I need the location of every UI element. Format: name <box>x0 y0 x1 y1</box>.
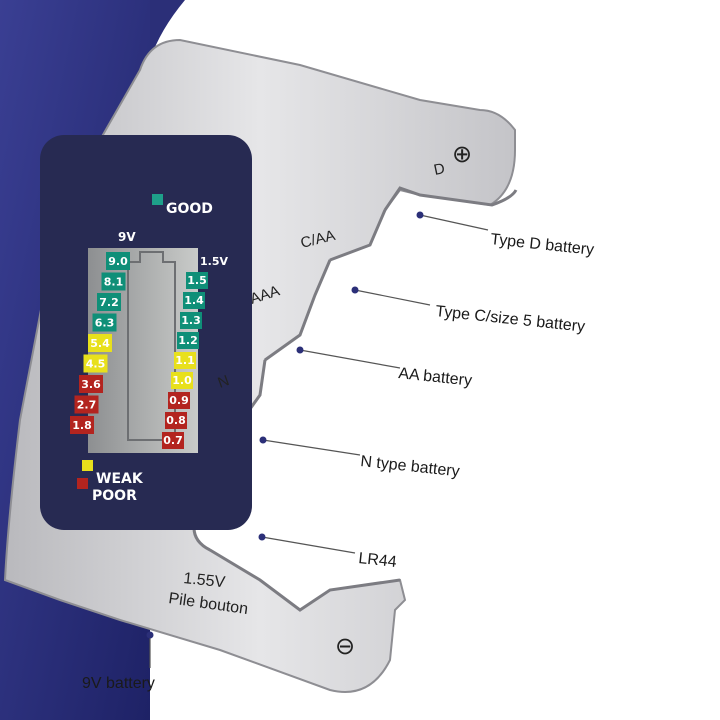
left-scale-5-cell <box>83 354 108 373</box>
callout-aa: AA battery <box>398 365 473 390</box>
left-scale-6-value: 3.6 <box>81 378 101 391</box>
good-swatch <box>152 194 163 205</box>
left-scale-2-cell <box>97 293 121 311</box>
slot-d-label: D <box>432 160 446 179</box>
left-scale-6-cell <box>79 375 103 393</box>
right-scale-4-cell <box>174 352 196 369</box>
right-scale-7-cell <box>165 412 187 429</box>
callout-lr44: LR44 <box>358 550 398 571</box>
minus-terminal-icon: ⊖ <box>335 632 355 660</box>
right-header: 1.5V <box>200 255 228 268</box>
right-scale-2-cell <box>180 312 202 329</box>
right-scale-6-cell <box>168 392 190 409</box>
poor-label: POOR <box>92 488 137 504</box>
left-scale-8-value: 1.8 <box>72 419 92 432</box>
right-scale-1-cell <box>183 292 205 309</box>
callout-n-type: N type battery <box>360 453 461 480</box>
right-scale-0-value: 1.5 <box>187 274 207 287</box>
left-scale-3-value: 6.3 <box>95 317 115 330</box>
left-scale-7-cell <box>74 395 99 414</box>
left-scale-3-cell <box>92 313 117 332</box>
weak-label: WEAK <box>96 471 144 487</box>
meter-scale: 9.0 8.1 7.2 6.3 5.4 4.5 3.6 2.7 1.8 1.5 1.4 1.3 1.2 1… <box>70 252 208 449</box>
right-scale-5-cell <box>171 372 193 389</box>
left-scale-8-cell <box>70 416 94 434</box>
left-scale-4-value: 5.4 <box>90 337 110 350</box>
left-scale-5-value: 4.5 <box>86 358 106 371</box>
left-scale-1-cell <box>101 272 126 291</box>
left-scale-4-cell <box>88 334 112 352</box>
left-scale-7-value: 2.7 <box>77 399 97 412</box>
callout-type-c: Type C/size 5 battery <box>435 303 586 336</box>
right-scale-8-cell <box>162 432 184 449</box>
right-scale-2-value: 1.3 <box>181 314 201 327</box>
right-scale-0-cell <box>186 272 208 289</box>
right-scale-8-value: 0.7 <box>163 434 183 447</box>
callout-9v: 9V battery <box>82 675 155 692</box>
right-scale-5-value: 1.0 <box>172 374 192 387</box>
left-scale-1-value: 8.1 <box>104 276 124 289</box>
left-scale-0-cell <box>106 252 130 270</box>
left-scale-0-value: 9.0 <box>108 255 128 268</box>
plus-terminal-icon: ⊕ <box>452 140 472 168</box>
weak-swatch <box>82 460 93 471</box>
right-scale-1-value: 1.4 <box>184 294 204 307</box>
callout-type-d: Type D battery <box>490 231 595 259</box>
right-scale-3-cell <box>177 332 199 349</box>
poor-swatch <box>77 478 88 489</box>
right-scale-7-value: 0.8 <box>166 414 186 427</box>
left-header: 9V <box>118 230 136 244</box>
button-voltage-label: 1.55V <box>183 570 227 591</box>
right-scale-4-value: 1.1 <box>175 354 195 367</box>
right-scale-3-value: 1.2 <box>178 334 198 347</box>
right-scale-6-value: 0.9 <box>169 394 189 407</box>
left-scale-2-value: 7.2 <box>99 296 119 309</box>
good-label: GOOD <box>166 201 213 217</box>
